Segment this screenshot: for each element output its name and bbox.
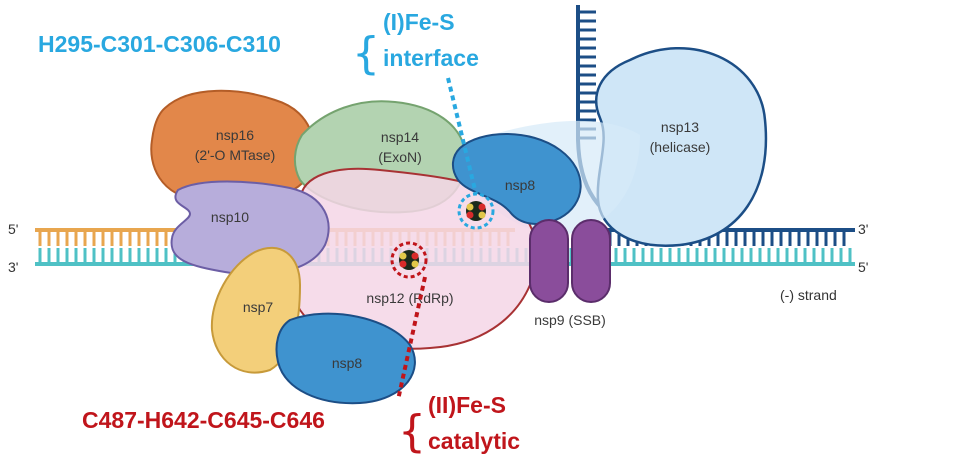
nsp8-bottom <box>275 312 416 405</box>
nsp12-label: nsp12 (RdRp) <box>366 290 453 306</box>
strand-top-right-end: 3' <box>858 221 868 237</box>
nsp10-label: nsp10 <box>211 209 249 225</box>
nsp13-helicase <box>595 46 768 247</box>
nsp14-sublabel: (ExoN) <box>378 149 422 165</box>
site2-leader-line <box>396 276 427 401</box>
nsp16-sublabel: (2'-O MTase) <box>195 147 275 163</box>
nsp8-top-label: nsp8 <box>505 177 536 193</box>
site2-residues: C487-H642-C645-C646 <box>82 407 325 433</box>
nsp9-label: nsp9 (SSB) <box>534 312 606 328</box>
strand-top-left-end: 5' <box>8 221 18 237</box>
nsp7-label: nsp7 <box>243 299 274 315</box>
fes-cluster-2-icon <box>390 241 428 279</box>
nsp16-label: nsp16 <box>216 127 254 143</box>
site2-brace: { <box>398 406 426 457</box>
nsp9-subunit-b <box>571 219 611 303</box>
nsp9-ssb <box>529 219 611 303</box>
nsp13-sublabel: (helicase) <box>650 139 711 155</box>
nsp14-label: nsp14 <box>381 129 419 145</box>
strand-bottom-left-end: 3' <box>8 259 18 275</box>
strand-bottom-right-end: 5' <box>858 259 868 275</box>
strand-through-helicase-bases <box>580 10 596 140</box>
nsp13-label: nsp13 <box>661 119 699 135</box>
site2-label-line1: (II)Fe-S <box>428 392 506 418</box>
site1-brace: { <box>352 28 380 79</box>
site1-leader-line <box>446 77 478 195</box>
site2-label-line2: catalytic <box>428 428 520 454</box>
site1-label-line2: interface <box>383 45 479 71</box>
nsp9-subunit-a <box>529 219 569 303</box>
site1-label-line1: (I)Fe-S <box>383 9 455 35</box>
nsp8-bottom-label: nsp8 <box>332 355 363 371</box>
strand-polarity-label: (-) strand <box>780 287 837 303</box>
site1-residues: H295-C301-C306-C310 <box>38 31 281 57</box>
